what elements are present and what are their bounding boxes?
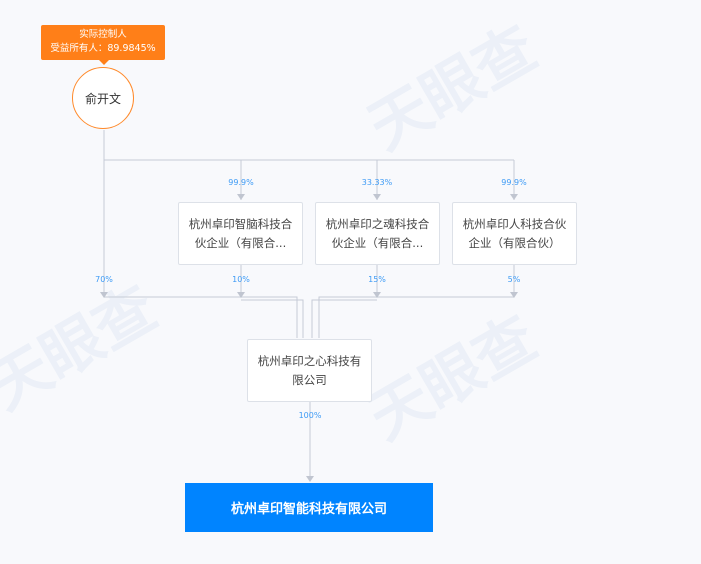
pct-label: 99.9% xyxy=(501,178,527,187)
node-name: 伙企业（有限合... xyxy=(194,235,287,250)
pct-label: 15% xyxy=(368,275,386,284)
target-company-node[interactable]: 杭州卓印智能科技有限公司 xyxy=(185,483,433,532)
node-name: 限公司 xyxy=(292,372,327,387)
partnership-node[interactable]: 杭州卓印人科技合伙企业（有限合伙） xyxy=(452,202,577,265)
person-name: 俞开文 xyxy=(84,91,121,106)
actual-controller-tag: 实际控制人 受益所有人：89.9845% xyxy=(41,25,165,65)
pct-label: 99.9% xyxy=(228,178,254,187)
node-name: 杭州卓印智脑科技合 xyxy=(188,216,293,231)
holding-company-node[interactable]: 杭州卓印之心科技有限公司 xyxy=(247,339,372,402)
node-name: 企业（有限合伙） xyxy=(468,235,561,250)
node-name: 伙企业（有限合... xyxy=(331,235,424,250)
node-name: 杭州卓印之心科技有 xyxy=(257,353,362,368)
node-name: 杭州卓印人科技合伙 xyxy=(462,216,567,231)
partnership-node[interactable]: 杭州卓印之魂科技合伙企业（有限合... xyxy=(315,202,440,265)
target-name: 杭州卓印智能科技有限公司 xyxy=(230,502,387,517)
node-name: 杭州卓印之魂科技合 xyxy=(325,216,430,231)
pct-label: 5% xyxy=(507,275,521,284)
pct-label: 10% xyxy=(232,275,250,284)
pct-label: 33.33% xyxy=(361,178,393,187)
person-node[interactable]: 俞开文 xyxy=(72,67,134,129)
tag-title: 实际控制人 xyxy=(79,29,127,40)
partnership-node[interactable]: 杭州卓印智脑科技合伙企业（有限合... xyxy=(178,202,303,265)
direct-pct: 70% xyxy=(95,275,113,284)
pct-label: 100% xyxy=(298,411,322,420)
beneficial-owner-pct: 受益所有人：89.9845% xyxy=(50,43,156,54)
